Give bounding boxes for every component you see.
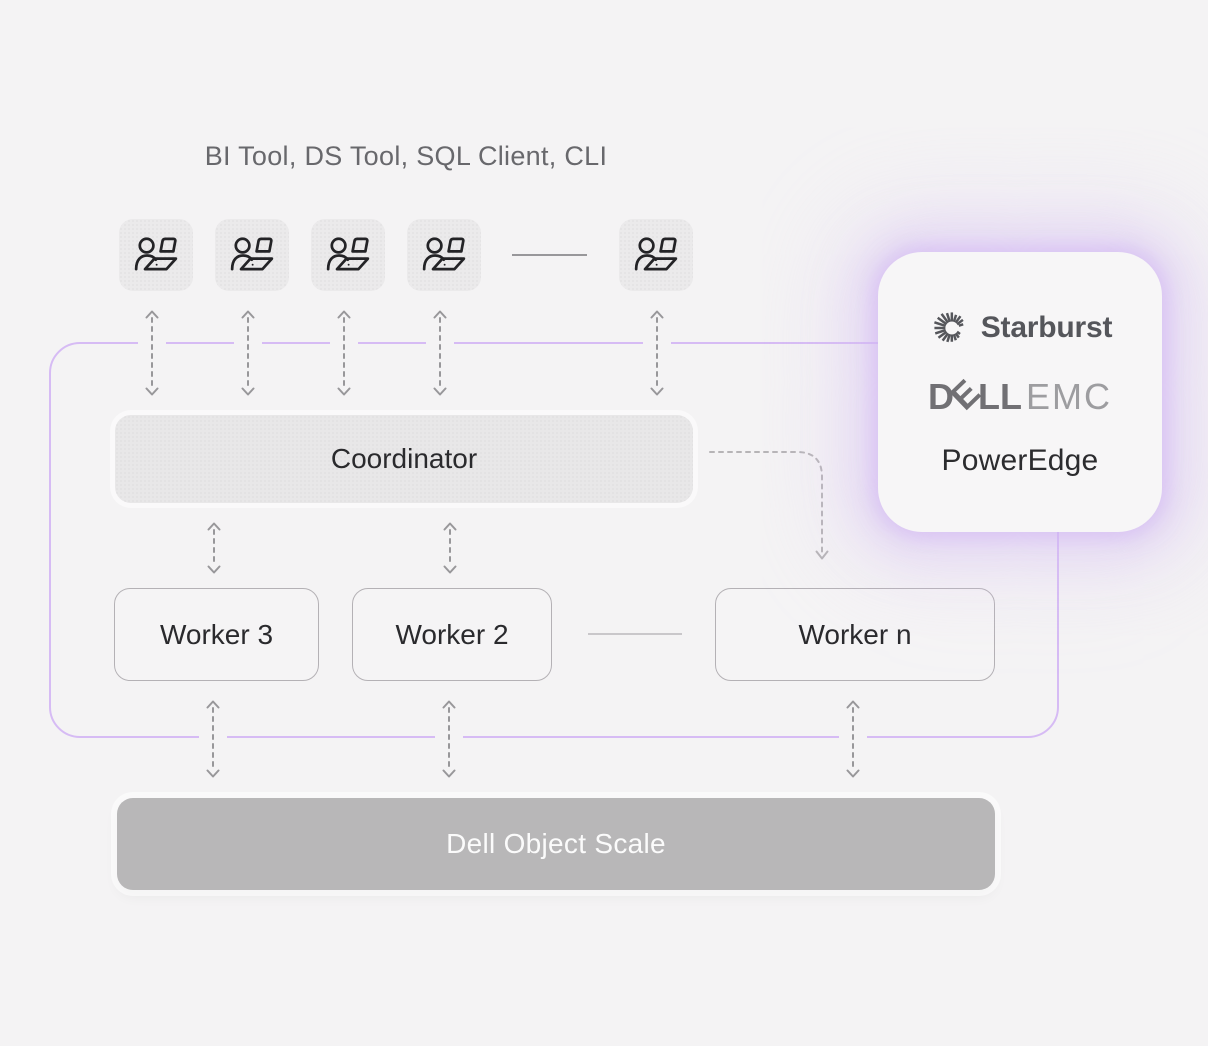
coordinator-worker-arrows [207, 522, 457, 574]
user-laptop-icon [421, 234, 467, 276]
worker-label: Worker n [798, 618, 912, 650]
client-icon-tile [311, 219, 385, 291]
user-laptop-icon [633, 234, 679, 276]
emc-wordmark: EMC [1026, 376, 1112, 417]
client-icon-tile [215, 219, 289, 291]
client-icon-tile [619, 219, 693, 291]
storage-label: Dell Object Scale [446, 828, 666, 859]
coordinator-label: Coordinator [330, 443, 478, 474]
user-laptop-icon [325, 234, 371, 276]
starburst-burst-icon [933, 312, 964, 343]
user-laptop-icon [229, 234, 275, 276]
poweredge-label: PowerEdge [941, 444, 1099, 477]
worker-label: Worker 3 [159, 618, 274, 650]
worker-storage-arrows [206, 700, 860, 778]
user-laptop-icon [133, 234, 179, 276]
starburst-logo: Starburst [928, 306, 1113, 350]
storage-box: Dell Object Scale [117, 798, 995, 890]
worker-label: Worker 2 [395, 618, 509, 650]
worker-box: Worker 2 [352, 588, 552, 681]
coordinator-workern-connector [709, 451, 829, 560]
worker-box: Worker n [715, 588, 995, 681]
starburst-label: Starburst [980, 311, 1113, 344]
clients-caption: BI Tool, DS Tool, SQL Client, CLI [204, 141, 608, 171]
worker-box: Worker 3 [114, 588, 319, 681]
client-icon-tile [119, 219, 193, 291]
coordinator-box: Coordinator [115, 415, 693, 503]
client-arrows [145, 310, 664, 396]
client-icon-tile [407, 219, 481, 291]
